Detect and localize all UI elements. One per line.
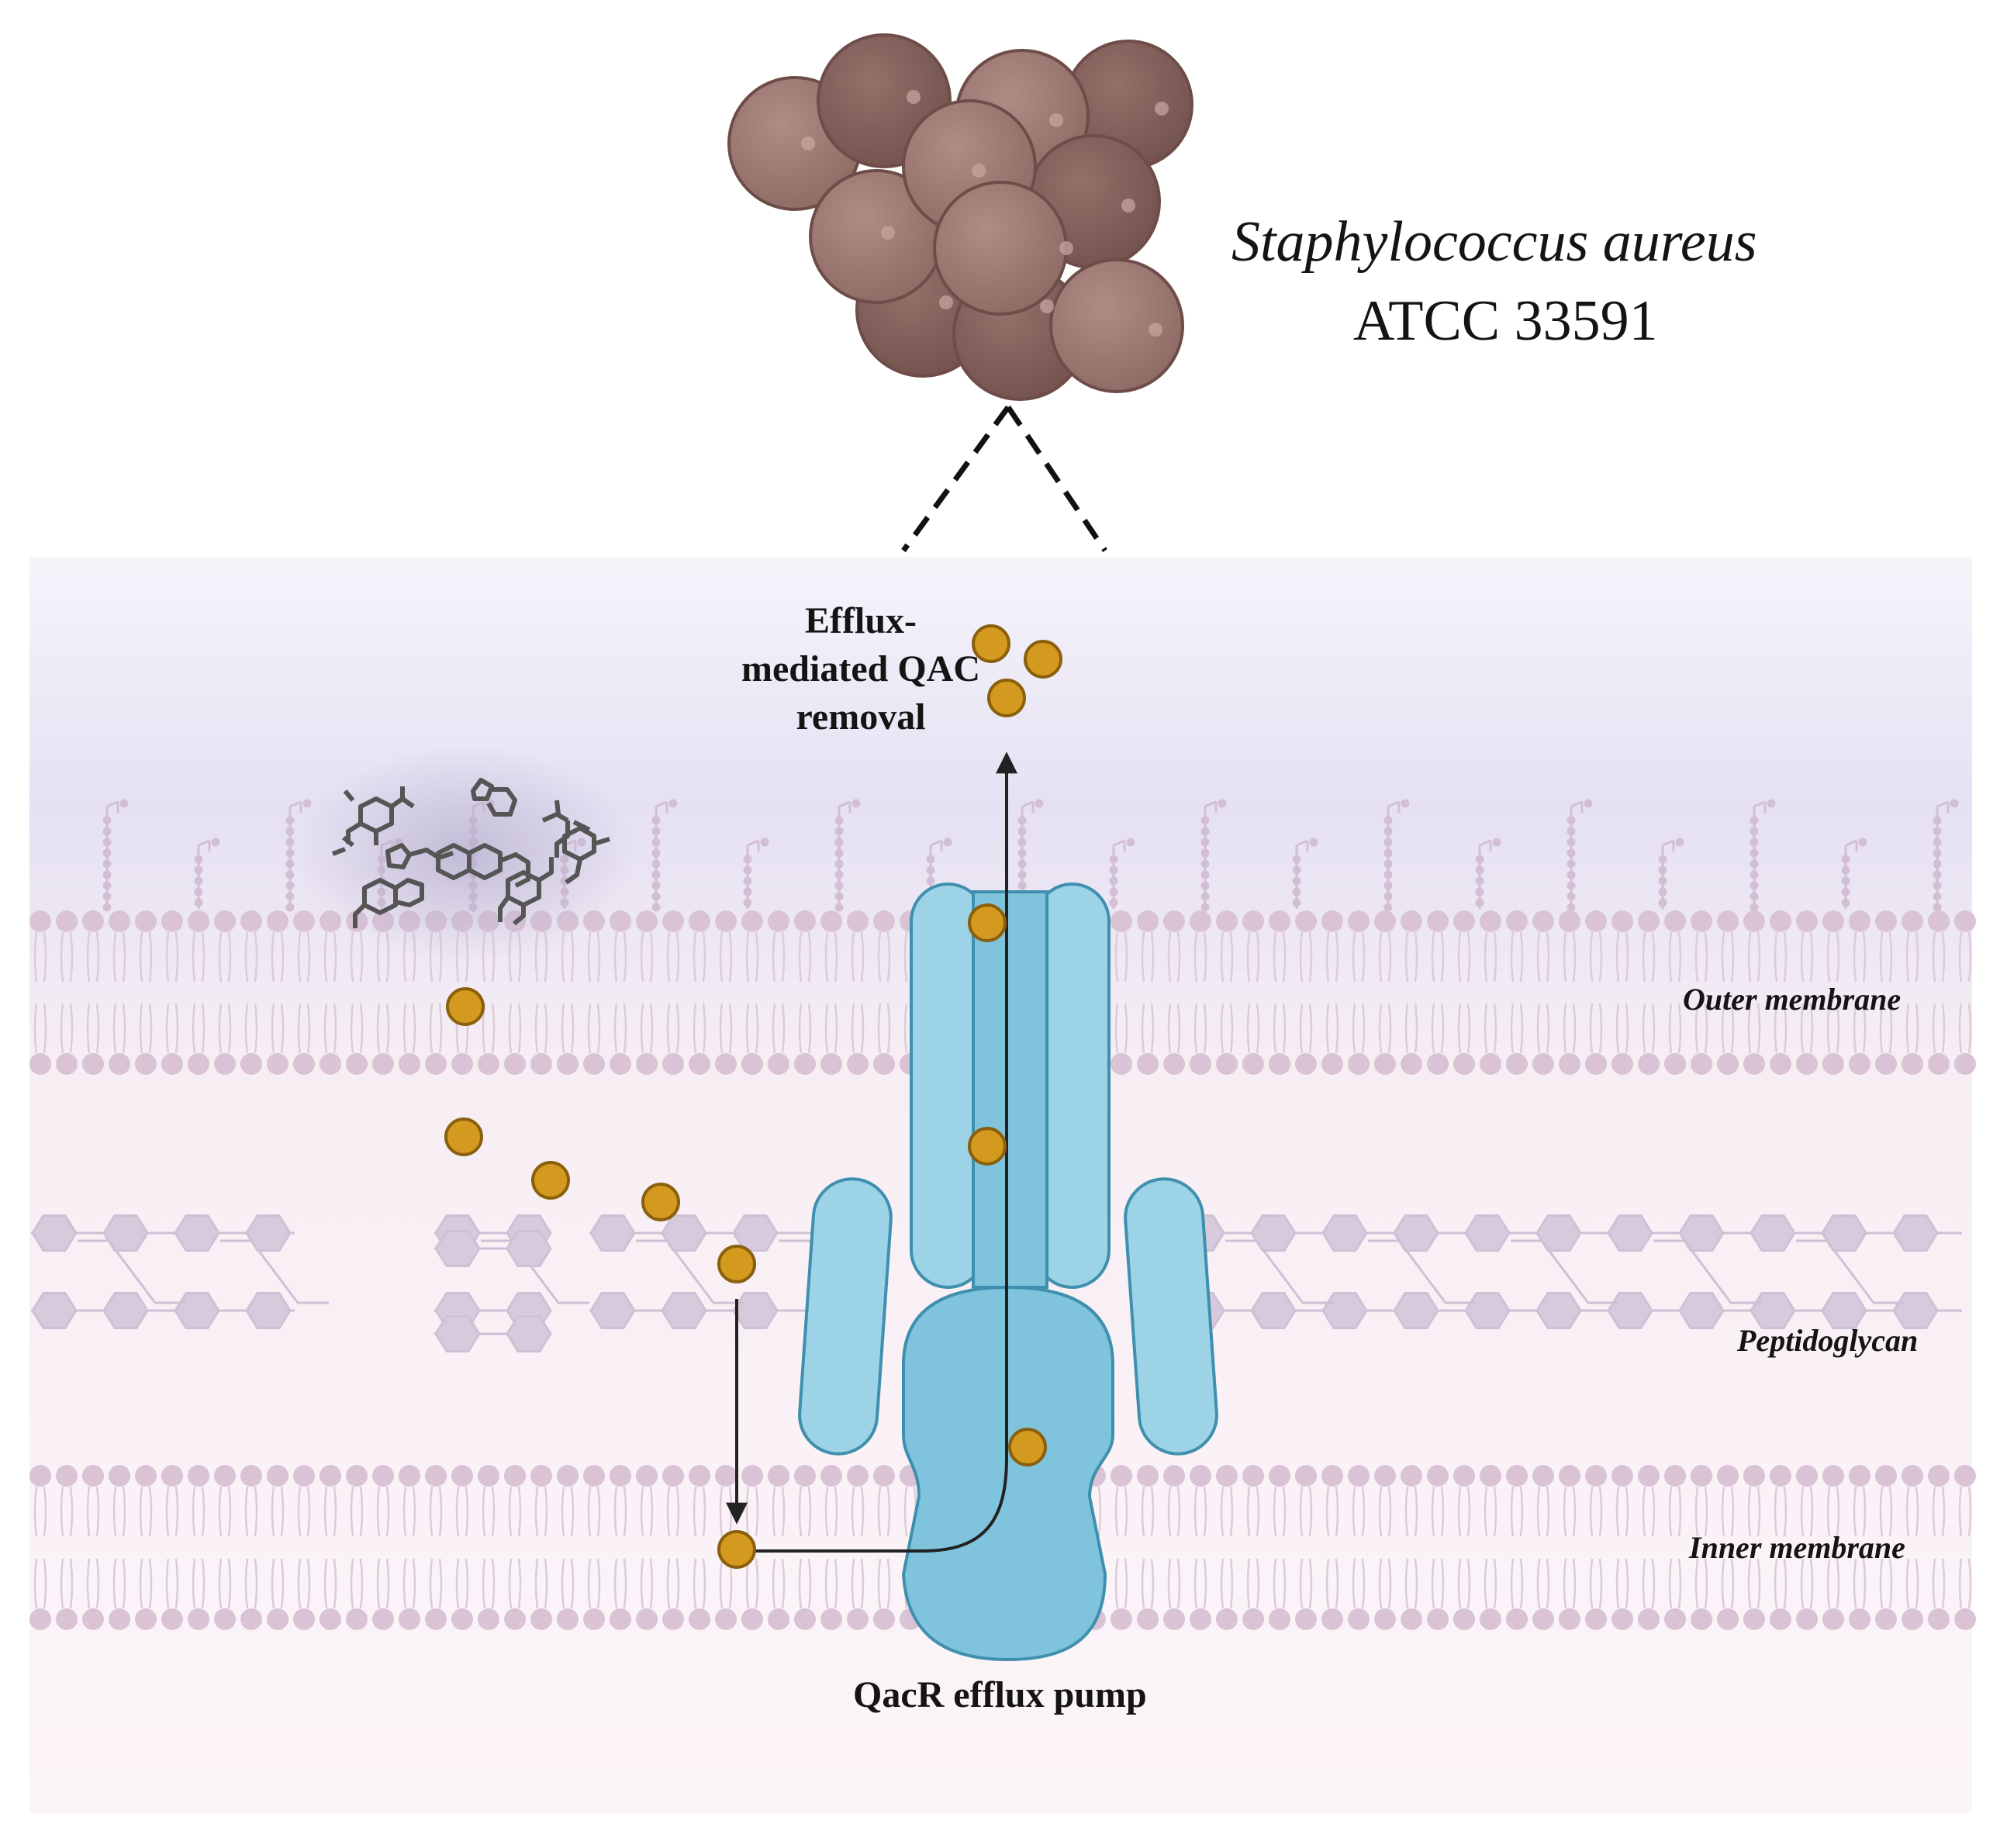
qac-molecule [446,987,485,1026]
qac-molecule [968,1127,1007,1166]
efflux-label: Efflux-mediated QAC removal [741,600,980,737]
pump-label: QacR efflux pump [853,1674,1147,1715]
qac-compound-structures [331,778,610,928]
pump-left-side-helix [798,1177,893,1456]
peptidoglycan-label: Peptidoglycan [1737,1323,1919,1358]
species-name: Staphylococcus aureus [1231,210,1757,274]
bacteria-cluster [727,33,1193,401]
qac-molecule [531,1161,570,1200]
pump-right-side-helix [1124,1177,1218,1456]
peptidoglycan-layer [31,1214,1962,1352]
qac-molecules [444,624,1062,1569]
qac-molecule [641,1183,680,1221]
qac-molecule [717,1245,756,1283]
qac-molecule [1008,1428,1047,1466]
inner-membrane-label: Inner membrane [1689,1530,1905,1565]
cell-highlights [801,90,1169,337]
qac-molecule [717,1530,756,1569]
qac-molecule [968,903,1007,942]
qac-molecule [1024,640,1062,679]
zoom-indicator [901,405,1107,553]
qac-molecule [987,679,1026,717]
qac-molecule [972,624,1010,663]
efflux-arrow [748,751,1017,1553]
strain-id: ATCC 33591 [1353,289,1658,353]
qac-molecule [444,1117,483,1156]
transport-path [726,751,1017,1553]
qacr-efflux-pump [798,883,1218,1662]
outer-membrane-label: Outer membrane [1683,982,1902,1017]
pump-channel [972,890,1048,1289]
